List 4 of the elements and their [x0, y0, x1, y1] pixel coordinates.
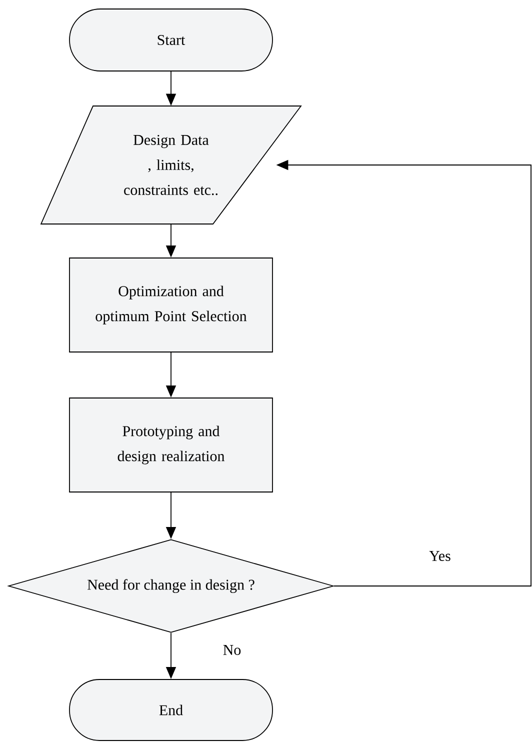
process-box: Prototyping and design realization [69, 398, 273, 492]
process-box: Optimization and optimum Point Selection [69, 258, 273, 352]
edge-label: Yes [428, 550, 452, 562]
edge-label: No [222, 644, 242, 656]
